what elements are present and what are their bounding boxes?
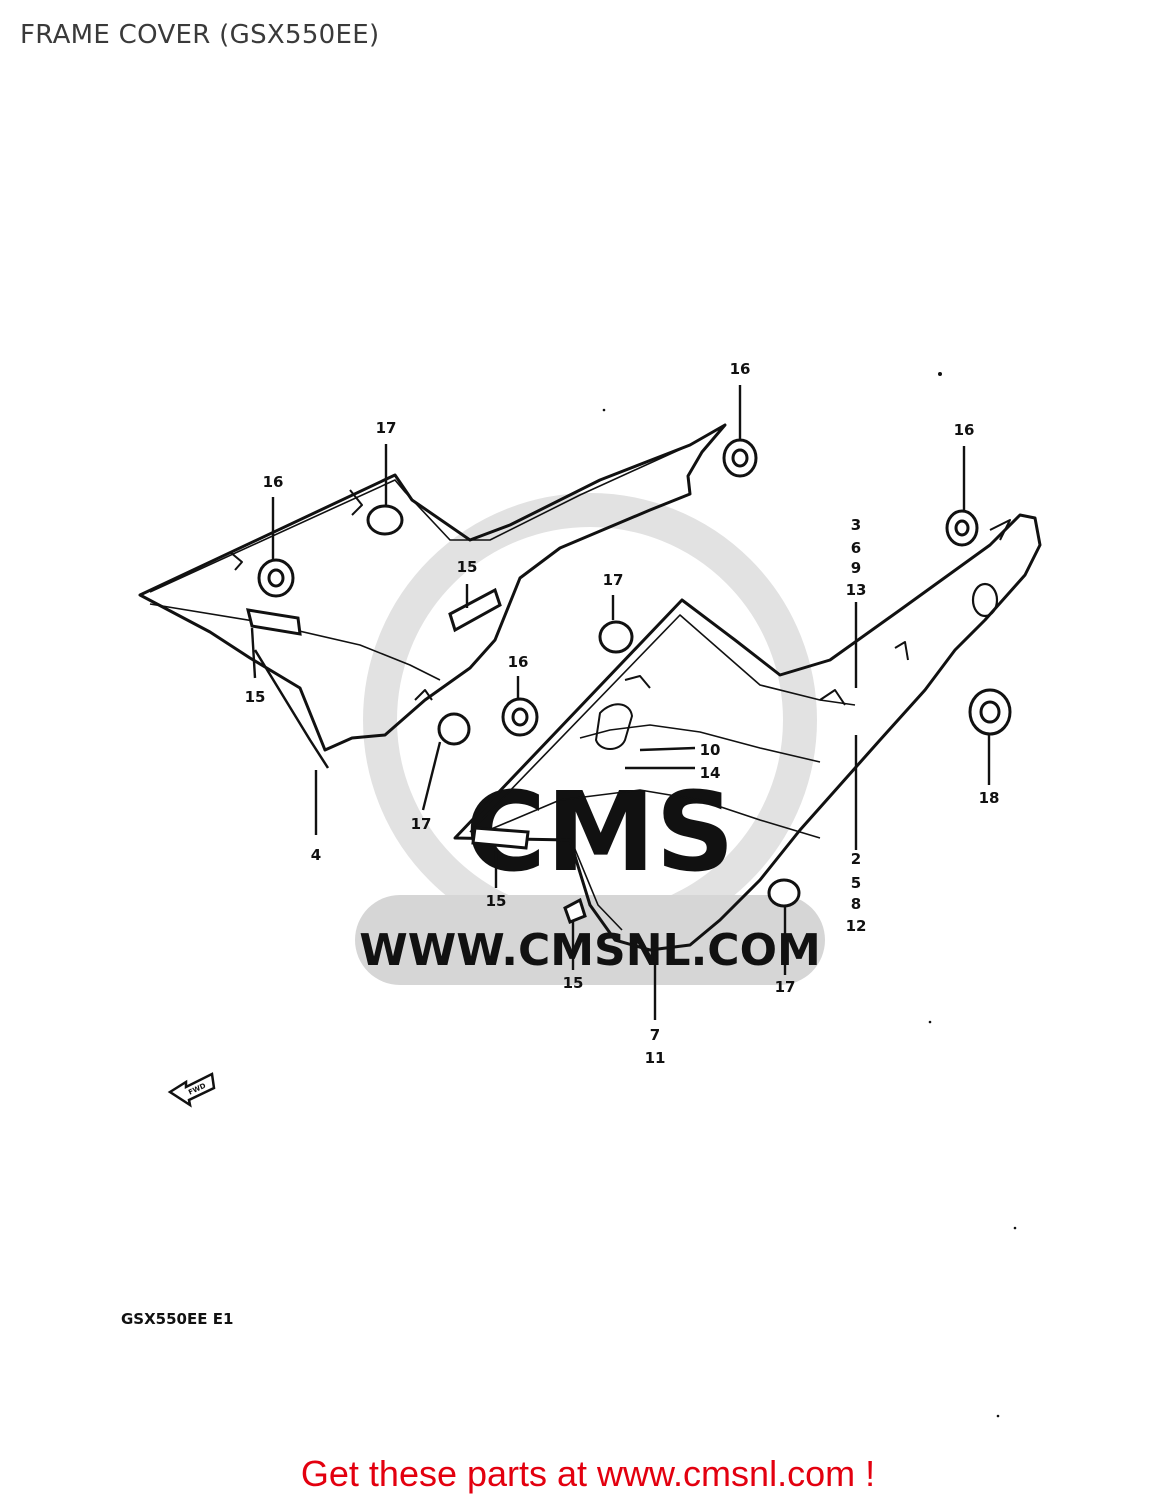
callout-group-top-4: 13 <box>846 581 867 599</box>
callout-10: 10 <box>700 741 721 759</box>
watermark-url: WWW.CMSNL.COM <box>359 925 821 976</box>
cta-link[interactable]: Get these parts at www.cmsnl.com ! <box>300 1453 876 1494</box>
callout-14: 14 <box>700 764 721 782</box>
callout-15-lower: 15 <box>486 892 507 910</box>
grommet-16-top <box>722 438 758 478</box>
grommet-17-lower <box>437 712 471 746</box>
callout-group-right-1: 2 <box>851 850 861 868</box>
callout-17-bottom: 17 <box>775 978 796 996</box>
page-title: FRAME COVER (GSX550EE) <box>20 20 380 50</box>
callout-16-mid: 16 <box>508 653 529 671</box>
grommet-17-bottom <box>767 878 801 908</box>
watermark: WWW.CMSNL.COM CMS <box>355 493 825 985</box>
pad-15-lower <box>471 826 530 850</box>
pad-15-bottom <box>563 897 587 924</box>
grommets <box>257 438 1012 908</box>
callout-18: 18 <box>979 789 1000 807</box>
callouts: 16 17 16 15 4 15 17 16 17 16 3 6 9 13 10… <box>245 360 1000 1067</box>
callout-15-bottom: 15 <box>563 974 584 992</box>
specks <box>602 372 1017 1418</box>
grommet-17-top <box>366 504 404 536</box>
callout-17-top: 17 <box>376 419 397 437</box>
left-frame-cover <box>138 423 727 769</box>
right-frame-cover <box>453 513 1042 952</box>
callout-group-right-3: 8 <box>851 895 861 913</box>
callout-group-bottom-1: 7 <box>650 1026 660 1044</box>
callout-group-top-1: 3 <box>851 516 861 534</box>
callout-16-right: 16 <box>954 421 975 439</box>
callout-16-left: 16 <box>263 473 284 491</box>
callout-4: 4 <box>311 846 321 864</box>
grommet-16-right <box>945 509 979 547</box>
callout-15-left: 15 <box>245 688 266 706</box>
callout-group-right-2: 5 <box>851 874 861 892</box>
callout-group-top-2: 6 <box>851 539 861 557</box>
callout-group-bottom-2: 11 <box>645 1049 666 1067</box>
front-arrow-icon: FWD <box>167 1072 216 1108</box>
grommet-16-mid <box>501 697 539 737</box>
grommet-18 <box>968 688 1012 736</box>
callout-group-top-3: 9 <box>851 559 861 577</box>
grommet-16-left <box>257 558 295 598</box>
leader-lines <box>250 385 991 1020</box>
model-code: GSX550EE E1 <box>121 1310 233 1328</box>
cushion-pads <box>245 587 587 924</box>
pad-15-left <box>245 608 302 636</box>
grommet-17-mid <box>598 620 634 654</box>
callout-16-top: 16 <box>730 360 751 378</box>
pad-15-mid <box>448 587 502 633</box>
callout-17-lower: 17 <box>411 815 432 833</box>
callout-15-mid: 15 <box>457 558 478 576</box>
callout-group-right-4: 12 <box>846 917 867 935</box>
callout-17-mid: 17 <box>603 571 624 589</box>
